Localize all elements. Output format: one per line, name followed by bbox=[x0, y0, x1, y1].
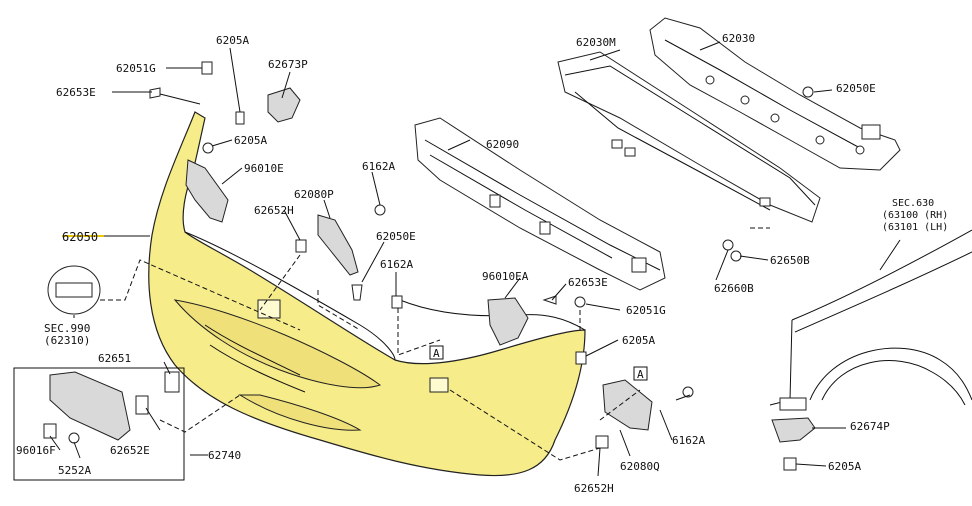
label-6162A-c: 6162A bbox=[672, 434, 705, 447]
label-96010E: 96010E bbox=[244, 162, 284, 175]
marker-a1-box bbox=[429, 345, 444, 360]
label-62050E-a: 62050E bbox=[376, 230, 416, 243]
marker-a2: A bbox=[637, 368, 644, 381]
fender-outline bbox=[769, 229, 972, 411]
ref-sec990-code: (62310) bbox=[44, 334, 90, 347]
bracket-62080P bbox=[317, 214, 359, 276]
label-62674P: 62674P bbox=[850, 420, 890, 433]
label-62673P: 62673P bbox=[268, 58, 308, 71]
label-62740: 62740 bbox=[208, 449, 241, 462]
fasteners bbox=[43, 61, 814, 471]
label-6205A-a: 6205A bbox=[216, 34, 249, 47]
label-62050E-b: 62050E bbox=[836, 82, 876, 95]
bracket-62080Q bbox=[602, 379, 653, 431]
label-62051G-b: 62051G bbox=[626, 304, 666, 317]
label-62030M: 62030M bbox=[576, 36, 616, 49]
label-62653E-b: 62653E bbox=[568, 276, 608, 289]
label-62051G-a: 62051G bbox=[116, 62, 156, 75]
label-62030: 62030 bbox=[722, 32, 755, 45]
label-62660B: 62660B bbox=[714, 282, 754, 295]
inset-box bbox=[13, 367, 185, 481]
bracket-62674P bbox=[771, 417, 816, 443]
dashed-lines bbox=[100, 227, 770, 461]
label-6205A-c: 6205A bbox=[622, 334, 655, 347]
license-plate-bracket bbox=[49, 371, 131, 441]
label-62050: 62050 bbox=[62, 230, 98, 244]
label-62090: 62090 bbox=[486, 138, 519, 151]
ref-sec630-rh: (63100 (RH) bbox=[882, 210, 948, 221]
bracket-96010EA bbox=[487, 297, 529, 346]
label-96016F: 96016F bbox=[16, 444, 56, 457]
ref-sec630-lh: (63101 (LH) bbox=[882, 222, 948, 233]
label-96010EA: 96010EA bbox=[482, 270, 529, 283]
label-6162A-a: 6162A bbox=[362, 160, 395, 173]
energy-absorber-62090 bbox=[414, 117, 666, 291]
label-62651: 62651 bbox=[98, 352, 131, 365]
emblem-62310 bbox=[47, 265, 101, 315]
bumper-fascia-62050 bbox=[148, 111, 586, 477]
label-6162A-b: 6162A bbox=[380, 258, 413, 271]
marker-a2-box bbox=[633, 366, 648, 381]
label-62652H-a: 62652H bbox=[254, 204, 294, 217]
ref-sec990-title: SEC.990 bbox=[44, 322, 90, 335]
ref-sec630-title: SEC.630 bbox=[892, 198, 934, 209]
label-62650B: 62650B bbox=[770, 254, 810, 267]
marker-a1: A bbox=[433, 347, 440, 360]
bracket-62673P bbox=[267, 87, 301, 123]
bumper-reinforcement-62030M bbox=[557, 51, 821, 223]
fender-bracket bbox=[779, 397, 807, 411]
label-5252A: 5252A bbox=[58, 464, 91, 477]
label-62652E: 62652E bbox=[110, 444, 150, 457]
label-62653E-a: 62653E bbox=[56, 86, 96, 99]
label-6205A-d: 6205A bbox=[828, 460, 861, 473]
label-6205A-b: 6205A bbox=[234, 134, 267, 147]
bumper-stay-62030 bbox=[649, 17, 901, 171]
label-62080P: 62080P bbox=[294, 188, 334, 201]
label-62080Q: 62080Q bbox=[620, 460, 660, 473]
label-62652H-b: 62652H bbox=[574, 482, 614, 495]
bracket-96010E bbox=[185, 159, 229, 223]
leader-lines bbox=[49, 41, 901, 477]
